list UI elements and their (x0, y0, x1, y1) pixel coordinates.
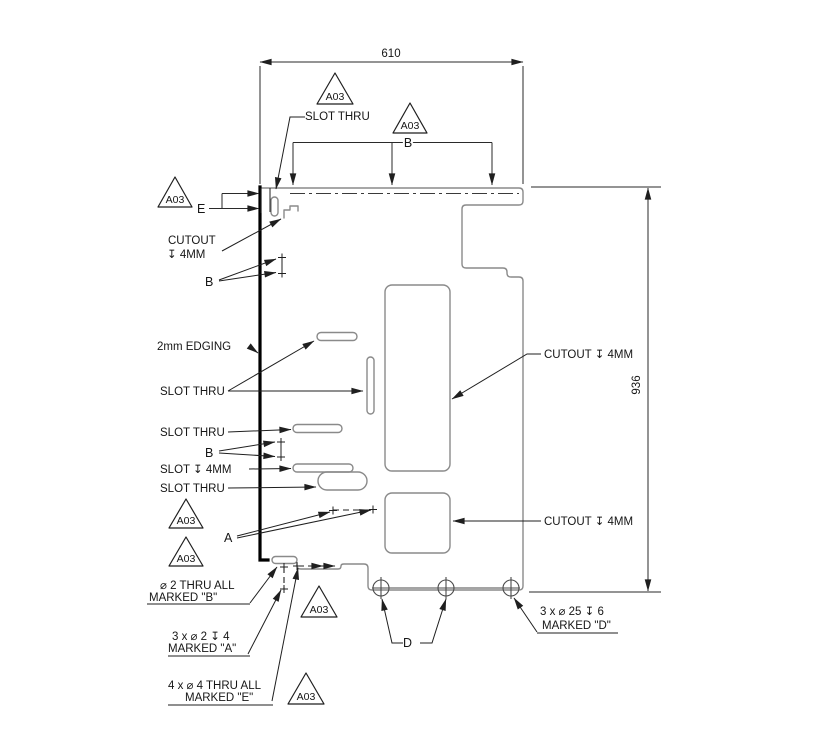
leader-cutout-right-1 (451, 353, 541, 400)
cutout-left-label-line1: CUTOUT (168, 235, 216, 247)
cutout-right-2-label: CUTOUT ↧ 4MM (544, 516, 633, 528)
e-bracket-lines (209, 193, 223, 209)
leader-holes-e (271, 567, 300, 702)
panel-cutouts (270, 196, 451, 565)
rev-triangle-icon (168, 498, 204, 529)
rev-marker-label: A03 (177, 553, 196, 565)
leader-cutout-left (221, 218, 282, 252)
slot-thru-2-label: SLOT THRU (160, 427, 225, 439)
rev-marker-bottom-mid: A03 (300, 585, 338, 618)
annotation-labels: SLOT THRU CUTOUT ↧ 4MM B 2mm EDGING SLOT… (147, 111, 633, 706)
leader-slot-thru-3 (227, 483, 317, 491)
holes-d-callout-line1: 3 x ⌀ 25 ↧ 6 (540, 606, 604, 618)
rev-marker-left-a-upper: A03 (168, 498, 204, 529)
rev-marker-label: A03 (166, 194, 185, 206)
rev-marker-label: A03 (326, 91, 345, 103)
holes-a-callout-line2: MARKED "A" (168, 643, 236, 655)
slot-thru-1-label: SLOT THRU (160, 386, 225, 398)
ref-b1-label: B (205, 275, 213, 289)
rev-marker-label: A03 (401, 120, 420, 132)
slot-outline-vertical (366, 356, 375, 415)
width-dim-value: 610 (381, 48, 400, 60)
ref-d-label: D (403, 636, 412, 650)
holes-a-callout-line1: 3 x ⌀ 2 ↧ 4 (172, 631, 230, 643)
leader-lines (218, 116, 541, 702)
height-dim-value: 936 (631, 375, 643, 394)
e-bracket: E (197, 190, 260, 216)
leader-holes-d (513, 597, 538, 633)
rev-marker-left-a-lower: A03 (168, 536, 204, 567)
rev-triangle-icon (157, 176, 193, 208)
leader-d-bracket-1 (381, 598, 403, 644)
rev-marker-top-b: A03 (392, 102, 428, 134)
ref-b-top-label: B (404, 136, 412, 150)
rev-triangle-icon (168, 536, 204, 567)
leader-slot-thru-1b (227, 340, 315, 392)
edging-thick-edge (258, 185, 270, 562)
rev-marker-label: A03 (177, 515, 196, 527)
rev-triangle-icon (392, 102, 428, 134)
rev-triangle-icon (316, 72, 354, 105)
rev-triangle-icon (300, 585, 338, 618)
rev-marker-bottom-e: A03 (287, 672, 325, 705)
slot-outline-4mm (292, 463, 354, 473)
leader-slot-4mm (248, 465, 292, 472)
ref-a-label: A (224, 531, 233, 545)
leader-holes-a (247, 589, 282, 655)
rev-marker-top-slot: A03 (316, 72, 354, 105)
revision-markers: A03 A03 A03 A03 A03 A03 A03 (157, 72, 428, 705)
slot-outline-top (316, 331, 358, 342)
cutout-outline-small (384, 492, 451, 554)
slot-thru-3-label: SLOT THRU (160, 483, 225, 495)
leader-a-2 (236, 509, 372, 539)
rev-marker-label: A03 (310, 604, 329, 616)
slot-outline-wide (317, 471, 368, 491)
panel-body-outline (259, 187, 524, 591)
rev-marker-left-e: A03 (157, 176, 193, 208)
leader-slot-thru-top (274, 116, 305, 190)
top-b-bracket: B (289, 134, 496, 186)
holes-e-callout-line2: MARKED "E" (185, 692, 253, 704)
cutout-outline-large (384, 284, 451, 472)
leader-a-1 (236, 511, 331, 537)
holes-d-callout-line2: MARKED "D" (542, 620, 611, 632)
corner-slot-outline (270, 196, 279, 217)
rev-marker-label: A03 (297, 691, 316, 703)
holes-b-callout-line1: ⌀ 2 THRU ALL (160, 580, 235, 592)
edging-label: 2mm EDGING (157, 341, 231, 353)
leader-b2-a (218, 440, 276, 452)
holes-b-callout-line2: MARKED "B" (149, 592, 217, 604)
ref-e-label: E (197, 202, 205, 216)
leader-edging (246, 343, 259, 354)
slot-thru-top-label: SLOT THRU (305, 111, 370, 123)
dimension-height: 936 (529, 186, 661, 593)
dimension-width: 610 (259, 48, 524, 184)
cutout-right-1-label: CUTOUT ↧ 4MM (544, 349, 633, 361)
leader-holes-b (249, 566, 278, 604)
holes-d-symbols (372, 577, 520, 599)
leader-b1-b (218, 270, 277, 282)
cutout-left-label-line2: ↧ 4MM (167, 249, 205, 261)
slot-4mm-label: SLOT ↧ 4MM (160, 464, 231, 476)
holes-e-callout-line1: 4 x ⌀ 4 THRU ALL (168, 680, 262, 692)
l-cutout-outline (283, 205, 299, 219)
leader-b2-b (218, 452, 276, 460)
bottom-tab-slot-outline (271, 555, 298, 565)
leader-b1-a (218, 258, 277, 281)
leader-slot-thru-2 (227, 426, 292, 434)
rev-triangle-icon (287, 672, 325, 705)
panel-outline (258, 185, 524, 591)
ref-b2-label: B (205, 446, 213, 460)
leader-d-bracket-2 (420, 598, 447, 644)
slot-outline-mid (292, 423, 343, 434)
